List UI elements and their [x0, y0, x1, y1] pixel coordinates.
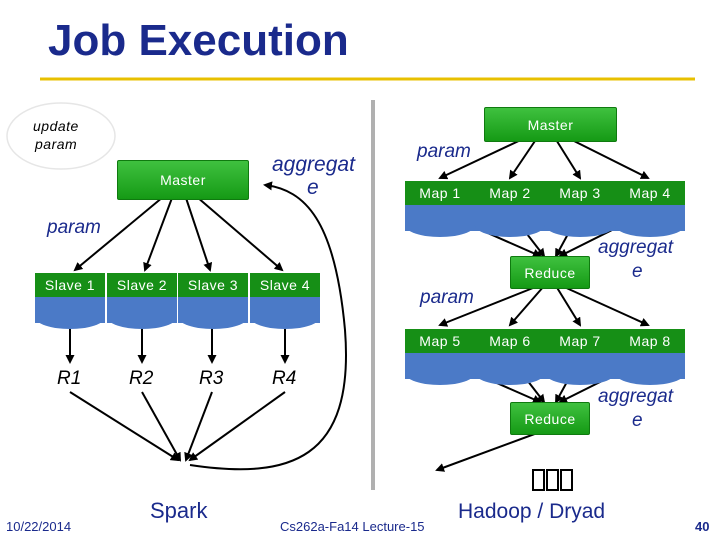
arrow-reduce2-more [435, 431, 541, 472]
map-6-label: Map 6 [475, 329, 545, 353]
map-1-doc: Map 1 [405, 181, 475, 237]
update-param-label-1: update [33, 118, 79, 134]
hadoop-aggregate-1-label-1: aggregat [598, 237, 674, 258]
arrow-master-slave3 [185, 197, 213, 272]
map-4-label: Map 4 [615, 181, 685, 205]
reduce-2-box: Reduce [510, 402, 590, 435]
map-1-label: Map 1 [405, 181, 475, 205]
arrow-r1-converge [69, 391, 180, 462]
arrow-reduce1-map8 [561, 285, 650, 327]
slave-2-doc: Slave 2 [107, 273, 177, 329]
map-4-doc: Map 4 [615, 181, 685, 237]
map-6-doc: Map 6 [475, 329, 545, 385]
arrow-master-slave2 [143, 197, 173, 272]
spark-aggregate-label-1: aggregat [272, 153, 355, 176]
slave-1-doc: Slave 1 [35, 273, 105, 329]
map-3-doc: Map 3 [545, 181, 615, 237]
arrow-r4-converge [188, 391, 286, 462]
slave-3-doc: Slave 3 [178, 273, 248, 329]
spark-aggregate-label-2: e [307, 176, 319, 199]
update-param-label-2: param [35, 136, 78, 152]
spark-label: Spark [150, 498, 208, 523]
arrow-hmaster-map4 [567, 137, 650, 179]
map-3-label: Map 3 [545, 181, 615, 205]
reduce-1-box: Reduce [510, 256, 590, 289]
hadoop-label: Hadoop / Dryad [458, 500, 606, 523]
result-r2: R2 [129, 368, 154, 389]
footer-page-number: 40 [695, 519, 710, 534]
map-5-doc: Map 5 [405, 329, 475, 385]
hadoop-param-top-label: param [417, 141, 471, 162]
arrow-r3-converge [184, 391, 213, 462]
slave-3-label: Slave 3 [178, 273, 248, 297]
result-r4: R4 [272, 368, 297, 389]
arrow-hmaster-map1 [438, 137, 526, 180]
arrow-r2-converge [141, 391, 181, 462]
map-2-doc: Map 2 [475, 181, 545, 237]
footer-date: 10/22/2014 [6, 519, 72, 534]
reduce-1-label: Reduce [524, 264, 576, 281]
map-5-label: Map 5 [405, 329, 475, 353]
map-7-label: Map 7 [545, 329, 615, 353]
hadoop-aggregate-2-label-1: aggregat [598, 386, 674, 407]
result-r1: R1 [57, 368, 82, 389]
map-7-doc: Map 7 [545, 329, 615, 385]
arrow-hmaster-map3 [554, 137, 582, 180]
slave-2-label: Slave 2 [107, 273, 177, 297]
slave-4-label: Slave 4 [250, 273, 320, 297]
hadoop-aggregate-2-label-2: e [632, 410, 643, 431]
spark-param-label: param [47, 217, 101, 238]
slave-4-doc: Slave 4 [250, 273, 320, 329]
arrow-master-slave4 [196, 196, 284, 272]
arrow-feedback-loop [189, 181, 347, 471]
footer-course: Cs262a-Fa14 Lecture-15 [280, 519, 425, 534]
reduce-2-label: Reduce [524, 410, 576, 427]
hadoop-param-mid-label: param [420, 287, 474, 308]
map-8-doc: Map 8 [615, 329, 685, 385]
spark-master-label: Master [160, 172, 206, 188]
arrow-hmaster-map2 [508, 137, 538, 180]
arrow-reduce1-map6 [508, 285, 545, 327]
arrow-master-slave1 [73, 196, 164, 272]
hadoop-master-label: Master [527, 116, 574, 133]
hadoop-aggregate-1-label-2: e [632, 261, 643, 282]
map-8-label: Map 8 [615, 329, 685, 353]
continuation-icon [532, 469, 573, 491]
arrow-reduce1-map7 [555, 285, 582, 327]
page-title: Job Execution [48, 16, 349, 65]
hadoop-master-box: Master [484, 107, 617, 142]
map-2-label: Map 2 [475, 181, 545, 205]
arrow-reduce1-map5 [438, 285, 539, 327]
slave-1-label: Slave 1 [35, 273, 105, 297]
spark-master-box: Master [117, 160, 249, 200]
result-r3: R3 [199, 368, 224, 389]
